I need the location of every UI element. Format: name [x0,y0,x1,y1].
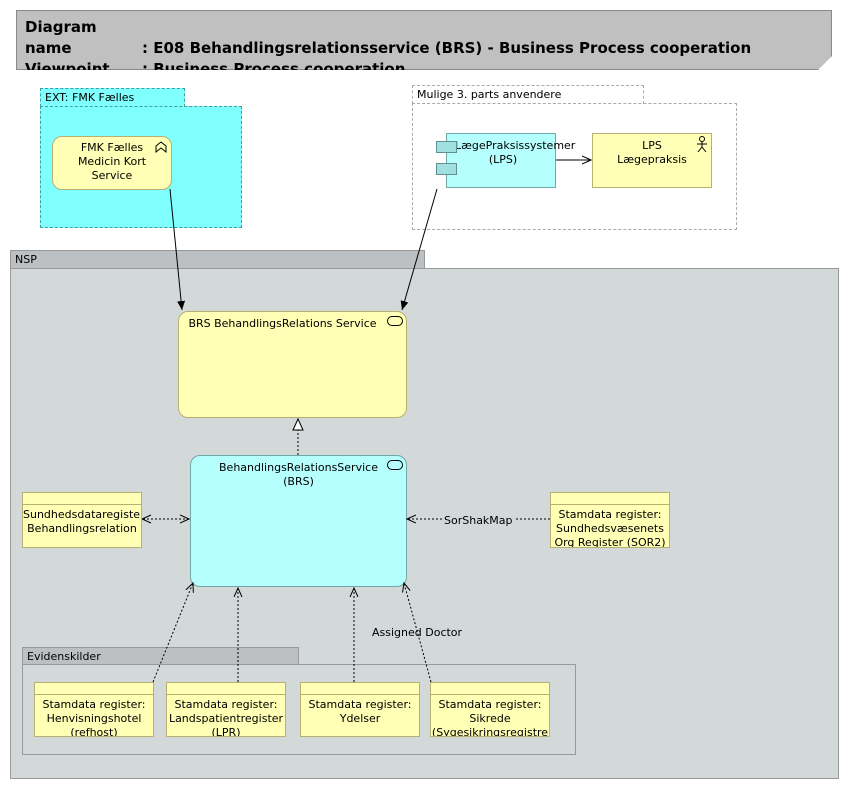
ydelser-register[interactable]: Stamdata register: Ydelser [300,682,420,737]
lpr-label: Stamdata register: Landspatientregister … [167,694,285,736]
sundhed-label: Sundhedsdataregister: Behandlingsrelatio… [23,504,141,536]
brs-application-service[interactable]: BehandlingsRelationsService (BRS) [190,455,407,587]
diagram-name-label: Diagram name [25,18,97,57]
sor-label: Stamdata register: Sundhedsvæsenets Org … [551,504,669,547]
lps-actor-label: LPS Lægepraksis [617,139,687,166]
fmk-service[interactable]: FMK Fælles Medicin Kort Service [52,136,172,190]
sor-register[interactable]: Stamdata register: Sundhedsvæsenets Org … [550,492,670,548]
lps-to-brs-link[interactable] [400,188,438,311]
sundhedsdata-register[interactable]: Sundhedsdataregister: Behandlingsrelatio… [22,492,142,548]
sikrede-register[interactable]: Stamdata register: Sikrede (Sygesikrings… [430,682,550,737]
actor-icon [697,136,707,153]
refhost-label: Stamdata register: Henvisningshotel (ref… [35,694,153,736]
brs-service-label: BRS BehandlingsRelations Service [188,317,377,330]
lpr-register[interactable]: Stamdata register: Landspatientregister … [166,682,286,737]
ydelser-label: Stamdata register: Ydelser [301,694,419,726]
service-icon [387,460,403,470]
evidens-group[interactable] [22,664,576,755]
lps-actor[interactable]: LPS Lægepraksis [592,133,712,188]
fmk-to-brs-link[interactable] [169,188,186,311]
evidens-group-tab[interactable]: Evidenskilder [22,647,299,665]
sikrede-brs-link[interactable] [404,583,432,683]
brs-component-label: BehandlingsRelationsService (BRS) [219,461,378,488]
nsp-group-tab[interactable]: NSP [10,250,425,269]
assigned-doctor-label: Assigned Doctor [372,626,463,639]
mulige-group[interactable] [412,103,737,230]
service-icon [387,316,403,326]
component-icon [436,163,457,175]
sikrede-label: Stamdata register: Sikrede (Sygesikrings… [431,694,549,736]
lps-application-component[interactable]: LægePraksissystemer (LPS) [446,133,575,188]
refhost-brs-link[interactable] [152,583,193,683]
brs-business-service[interactable]: BRS BehandlingsRelations Service [178,311,407,418]
business-function-icon [155,141,167,154]
refhost-register[interactable]: Stamdata register: Henvisningshotel (ref… [34,682,154,737]
fmk-service-label: FMK Fælles Medicin Kort Service [77,141,147,182]
lps-system-label: LægePraksissystemer (LPS) [455,139,576,166]
mulige-group-tab[interactable]: Mulige 3. parts anvendere [412,85,644,104]
sorshakmap-label: SorShakMap [442,514,515,527]
component-icon [436,141,457,153]
diagram-name: : E08 Behandlingsrelationsservice (BRS) … [142,39,752,57]
